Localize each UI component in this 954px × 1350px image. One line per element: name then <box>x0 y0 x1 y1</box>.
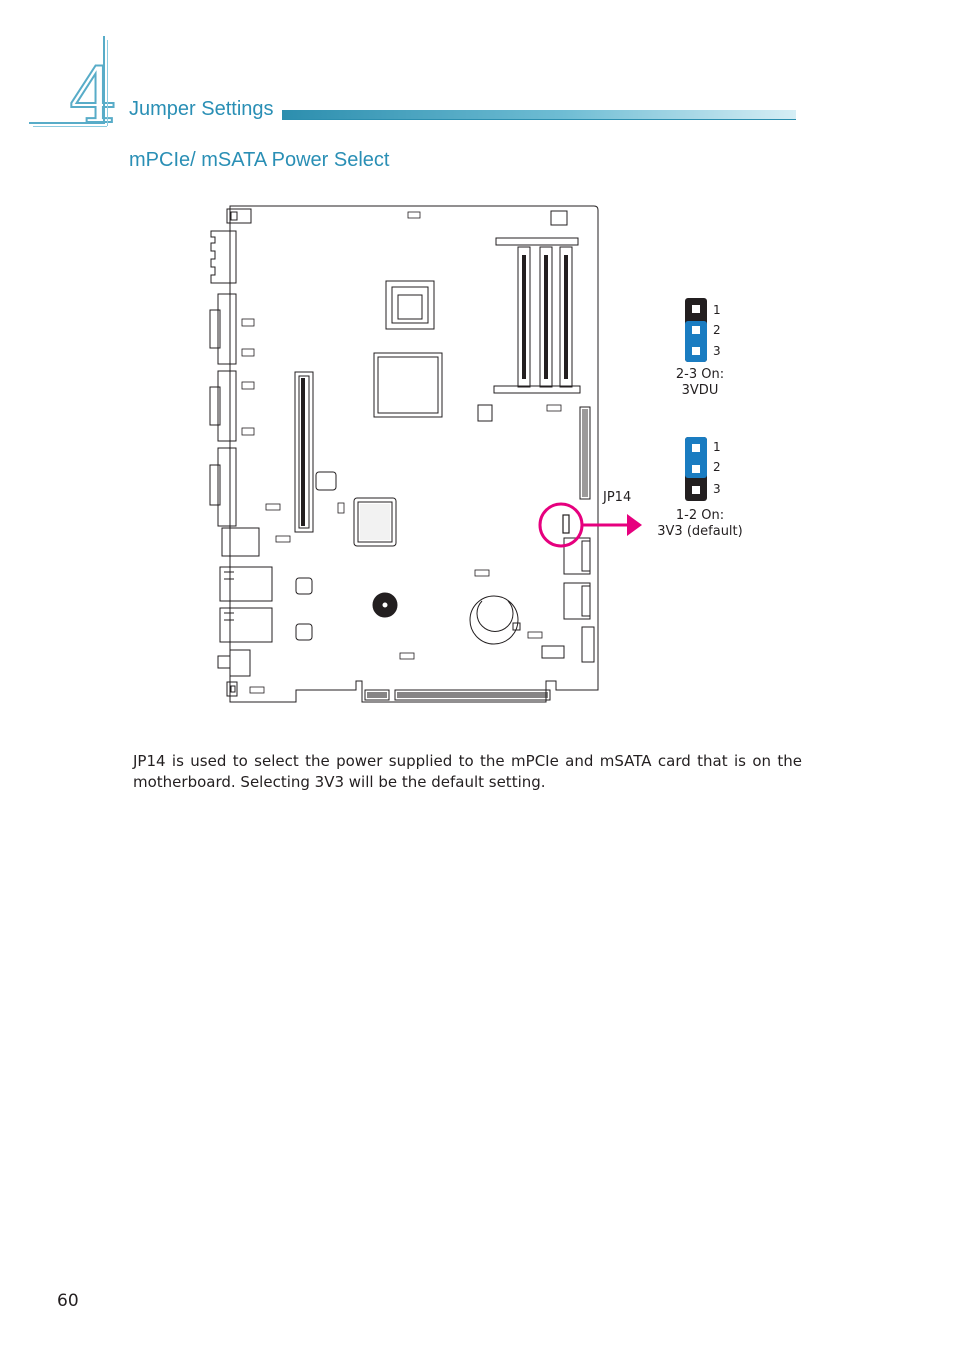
pin-label: 2 <box>713 323 721 337</box>
jumper-setting-3v3 <box>685 437 707 501</box>
caption-line: 3VDU <box>681 383 719 398</box>
page-number: 60 <box>57 1291 79 1311</box>
chapter-divider <box>107 40 108 126</box>
title-bar-rule <box>282 119 796 120</box>
pin-label: 1 <box>713 303 721 317</box>
pin-label: 2 <box>713 460 721 474</box>
setting-a-caption: 2-3 On: 3VDU <box>663 367 737 399</box>
chapter-divider <box>29 122 105 124</box>
jumper-setting-3vdu <box>685 298 707 362</box>
pin-label: 3 <box>713 344 721 358</box>
caption-line: 3V3 (default) <box>657 524 743 539</box>
motherboard-diagram <box>209 205 642 703</box>
chapter-divider <box>103 36 105 124</box>
setting-b-caption: 1-2 On: 3V3 (default) <box>645 508 755 540</box>
chapter-divider <box>33 126 107 127</box>
caption-line: 2-3 On: <box>675 367 725 382</box>
subsection-title: mPCIe/ mSATA Power Select <box>129 149 390 171</box>
pin-label: 3 <box>713 482 721 496</box>
caption-line: 1-2 On: <box>675 508 725 523</box>
pin-label: 1 <box>713 440 721 454</box>
section-title: Jumper Settings <box>129 98 274 120</box>
connector-label: JP14 <box>603 490 632 505</box>
chapter-marker: 4 <box>29 34 118 139</box>
description-paragraph: JP14 is used to select the power supplie… <box>133 752 802 791</box>
chapter-number: 4 <box>68 51 118 140</box>
title-bar <box>282 110 796 119</box>
